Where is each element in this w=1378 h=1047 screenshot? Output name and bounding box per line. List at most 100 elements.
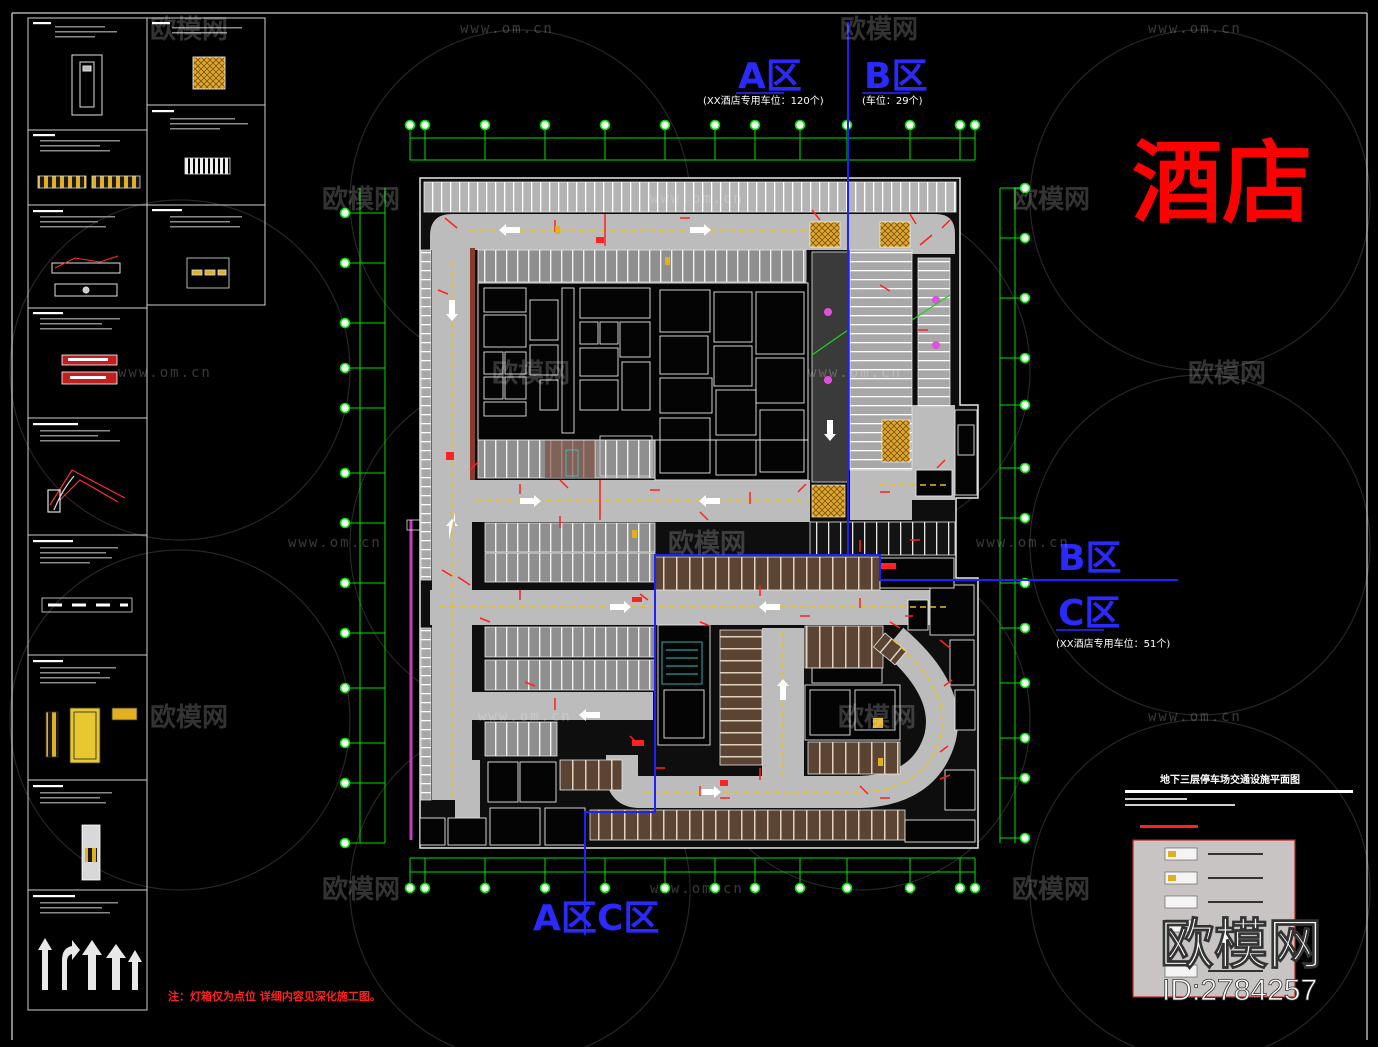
stalls-c-column	[719, 629, 763, 766]
panel-1-lightbox-detail	[71, 54, 103, 116]
stalls-a-block-4	[484, 659, 656, 691]
grid-axis-bubble	[904, 119, 916, 131]
lightbox-markers	[446, 237, 896, 786]
grid-axis-bubble	[659, 882, 671, 894]
grid-axis-bubble	[1019, 677, 1031, 689]
watermark-brand-large: 欧模网	[1160, 913, 1322, 976]
building-core-c	[657, 624, 901, 746]
panel-wheel-stopper-detail	[37, 175, 141, 189]
watermark-brand: 欧模网	[1012, 184, 1090, 215]
grid-axis-bubble	[339, 577, 351, 589]
watermark-site: www.om.cn	[288, 535, 382, 551]
watermark-site: www.om.cn	[460, 21, 554, 37]
grid-axis-bubble	[969, 119, 981, 131]
panel-grid	[27, 17, 266, 1011]
watermark-brand: 欧模网	[1012, 874, 1090, 905]
grid-axis-bubble	[339, 682, 351, 694]
panel-corner-guard-detail	[47, 469, 126, 513]
grid-axis-bubble	[794, 119, 806, 131]
grid-axis-bubble	[599, 119, 611, 131]
road-lower-left-loop	[455, 760, 480, 833]
panel-column-guard-detail	[45, 707, 138, 764]
watermark-site: www.om.cn	[650, 881, 744, 897]
grid-axis-bubble	[1019, 182, 1031, 194]
dimension-lines	[350, 130, 1020, 883]
lane-arrows	[446, 224, 836, 798]
grid-axis-bubble	[339, 257, 351, 269]
stalls-left-column-lower	[420, 627, 432, 801]
grid-axis-bubble	[709, 882, 721, 894]
grid-axis-bubble	[339, 777, 351, 789]
grid-axis-bubble	[419, 119, 431, 131]
stalls-c-top-strip	[654, 556, 881, 591]
parking-plan	[419, 177, 979, 849]
panel-speed-bump-detail	[184, 157, 231, 175]
stalls-inner-top-row	[477, 249, 807, 283]
grid-axis-bubble	[339, 402, 351, 414]
grid-axis-bubble	[339, 317, 351, 329]
panel-hatch-grate-detail	[192, 56, 226, 90]
stalls-c-upper-right	[804, 625, 884, 669]
grid-axis-bubble	[749, 882, 761, 894]
grid-axis-bubble	[841, 882, 853, 894]
grid-axis-bubble	[659, 119, 671, 131]
grid-bubbles	[339, 119, 1031, 894]
detail-panels	[27, 17, 266, 1011]
brown-zone-accent	[545, 440, 595, 478]
stalls-a-block-2	[484, 552, 656, 583]
watermarks: 欧模网 欧模网 欧模网 欧模网 欧模网 欧模网 欧模网 欧模网 欧模网 欧模网 …	[118, 14, 1323, 1007]
grid-axis-bubble	[969, 882, 981, 894]
grid-axis-bubble	[339, 737, 351, 749]
grid-axis-bubble	[1019, 832, 1031, 844]
b-ramp-lane	[811, 251, 849, 483]
grid-axis-bubble	[954, 119, 966, 131]
grid-axis-bubble	[419, 882, 431, 894]
grid-axis-bubble	[904, 882, 916, 894]
grid-axis-bubble	[339, 517, 351, 529]
grid-axis-bubble	[1019, 772, 1031, 784]
grid-axis-bubble	[479, 882, 491, 894]
grid-axis-bubble	[339, 837, 351, 849]
stalls-a-block-3	[484, 626, 656, 658]
grid-axis-bubble	[404, 882, 416, 894]
watermark-id: ID:2784257	[1162, 974, 1317, 1007]
grid-axis-bubble	[339, 362, 351, 374]
grid-axis-bubble	[479, 119, 491, 131]
zone-c-right-title: C区	[1058, 593, 1120, 634]
grid-axis-bubble	[339, 627, 351, 639]
watermark-site: www.om.cn	[118, 365, 212, 381]
grid-axis-bubble	[1019, 622, 1031, 634]
watermark-site: www.om.cn	[478, 709, 572, 725]
zone-a-top-title: A区	[738, 56, 802, 97]
grid-axis-bubble	[1019, 512, 1031, 524]
zone-b-right-title: B区	[1058, 538, 1121, 579]
stalls-b-lower	[809, 521, 956, 556]
stalls-c-bottom-row	[589, 809, 906, 841]
drawing-title: 地下三层停车场交通设施平面图	[1160, 773, 1300, 786]
grid-axis-bubble	[709, 119, 721, 131]
grid-axis-bubble	[339, 207, 351, 219]
watermark-site: www.om.cn	[808, 365, 902, 381]
legend-rows	[1164, 847, 1263, 978]
stalls-c-lower-right	[807, 741, 901, 775]
grid-axis-bubble	[1019, 462, 1031, 474]
zone-c-bottom-title: C区	[597, 898, 659, 939]
building-rooms-bottom-left	[419, 761, 586, 846]
zone-bc-right-label: B区 C区 (XX酒店专用车位：51个)	[1056, 538, 1170, 650]
watermark-brand: 欧模网	[668, 528, 746, 559]
b-ramp-edge	[811, 294, 951, 356]
zone-c-right-caption: (XX酒店专用车位：51个)	[1056, 637, 1170, 650]
stalls-a-block-1	[484, 522, 656, 553]
building-core-a	[477, 282, 809, 441]
grid-ticks	[350, 130, 1020, 883]
zone-a-top-label: A区 (XX酒店专用车位：120个)	[703, 56, 824, 107]
grid-axis-bubble	[954, 882, 966, 894]
stalls-a-block-5	[484, 721, 558, 757]
panel-floor-sign-detail	[186, 257, 230, 289]
grid-axis-bubble	[404, 119, 416, 131]
parking-stalls	[420, 181, 957, 841]
grid-axis-bubble	[794, 882, 806, 894]
watermark-brand: 欧模网	[1188, 358, 1266, 389]
inner-wall	[470, 248, 475, 480]
